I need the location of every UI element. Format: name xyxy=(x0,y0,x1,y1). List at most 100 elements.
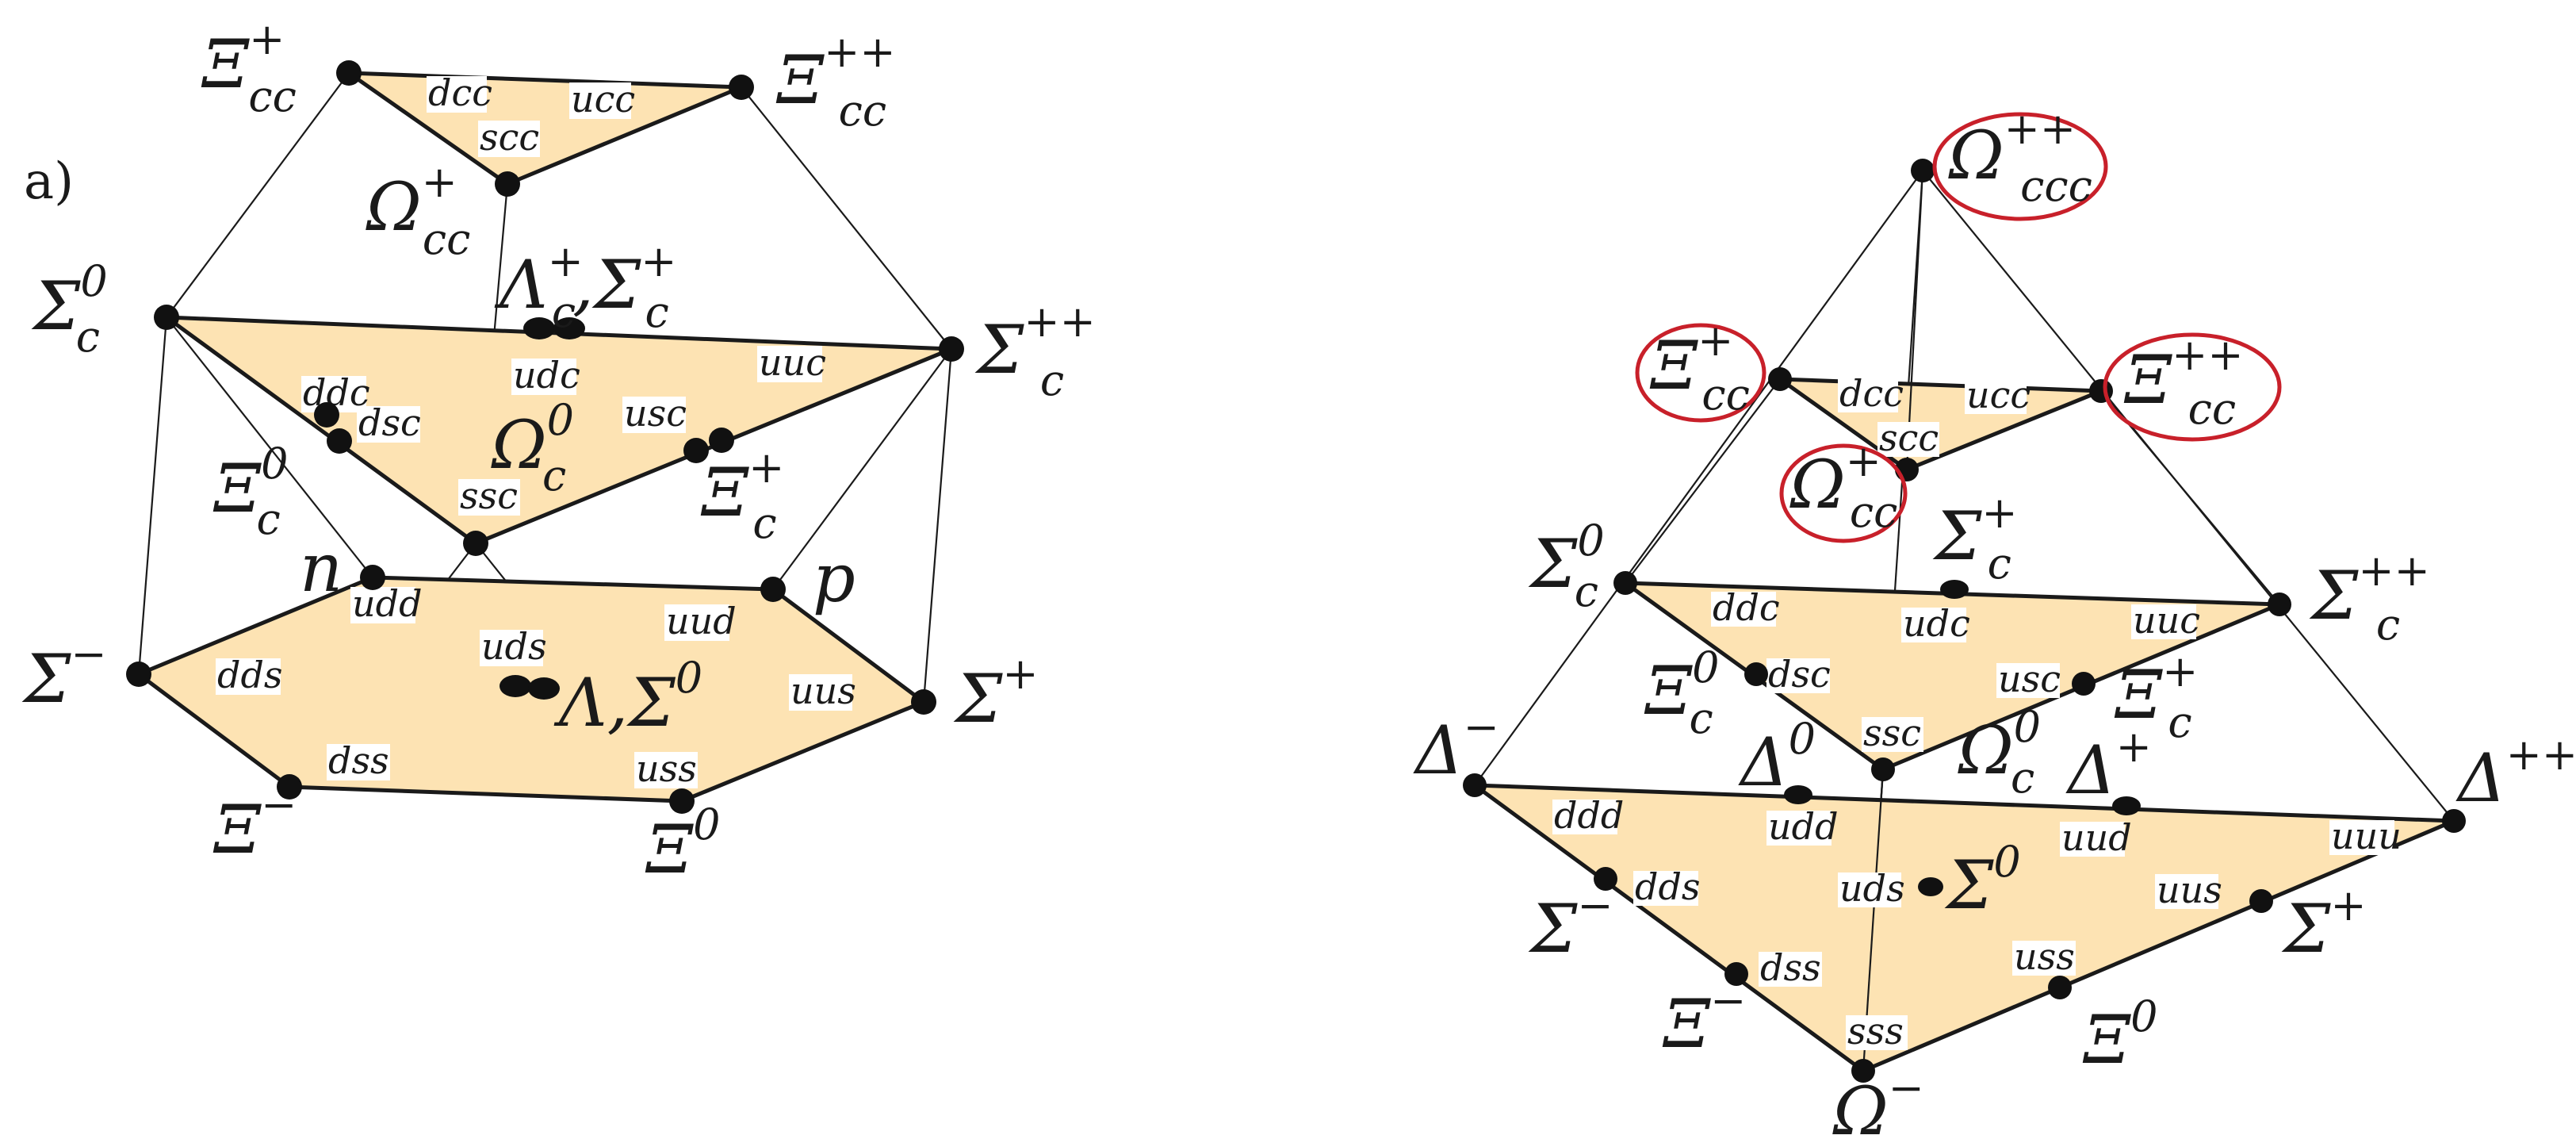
state-node xyxy=(154,305,179,330)
state-node xyxy=(463,531,488,556)
state-node xyxy=(1871,757,1895,781)
quark-label: uuc xyxy=(2133,599,2200,642)
quark-label: uus xyxy=(2157,869,2222,911)
state-node xyxy=(1918,877,1943,896)
quark-label: sss xyxy=(1847,1010,1904,1053)
right-nodes xyxy=(1463,159,2466,1083)
state-node xyxy=(1744,662,1768,686)
left-nodes xyxy=(126,60,964,814)
particle-label: Ξ+c xyxy=(2114,646,2198,747)
quark-label: uud xyxy=(666,600,737,642)
quark-label: dss xyxy=(328,739,389,782)
particle-label: Ω+cc xyxy=(1789,436,1897,537)
particle-label: Ω− xyxy=(1832,1063,1924,1139)
particle-label: Λ,Σ0 xyxy=(553,653,702,742)
state-node xyxy=(709,428,734,453)
particle-label: Δ− xyxy=(1413,702,1499,789)
state-node xyxy=(2249,889,2273,913)
left-quark-labels: dcc ucc scc ddc udc uuc dsc usc ssc udd … xyxy=(216,71,856,790)
quark-label: dcc xyxy=(1839,372,1904,415)
right-panel-pyramid: dcc ucc scc ddc udc uuc dsc usc ssc ddd … xyxy=(1413,104,2576,1139)
left-double-charm-triangle xyxy=(346,71,744,186)
quark-label: uud xyxy=(2061,816,2132,859)
quark-label: ssc xyxy=(1863,711,1921,754)
state-node xyxy=(336,60,362,86)
particle-label: Ξ+c xyxy=(700,443,784,548)
particle-label: Δ++ xyxy=(2455,730,2576,817)
state-node xyxy=(1784,785,1812,804)
state-node xyxy=(1768,367,1792,391)
quark-label: udc xyxy=(1903,602,1970,645)
quark-label: uuu xyxy=(2331,815,2402,857)
particle-label: Σ+c xyxy=(1932,488,2018,589)
quark-label: uds xyxy=(481,625,547,668)
particle-label: p xyxy=(813,539,855,617)
quark-label: dsc xyxy=(358,401,421,444)
highlight-ring xyxy=(2103,332,2282,442)
state-node xyxy=(126,662,151,687)
particle-label: Λ+c,Σ+c xyxy=(494,236,677,337)
state-node xyxy=(1940,580,1969,599)
quark-label: ddc xyxy=(1713,586,1780,629)
particle-label: Σ++c xyxy=(2309,546,2430,650)
particle-label: Σ++c xyxy=(974,297,1096,405)
particle-label: Ξ0 xyxy=(645,800,720,888)
state-node xyxy=(729,75,754,100)
quark-label: uds xyxy=(1839,867,1905,910)
state-node xyxy=(528,677,560,700)
left-panel-20-plet: a) dcc ucc scc ddc udc xyxy=(21,14,1096,888)
state-node xyxy=(2268,593,2291,616)
particle-label: Ξ+cc xyxy=(1649,316,1750,420)
particle-label: Σ− xyxy=(1528,880,1613,968)
state-node xyxy=(495,171,520,197)
quark-label: ddd xyxy=(1554,794,1624,837)
particle-label: Ξ++cc xyxy=(775,27,896,136)
right-quark-labels: dcc ucc scc ddc udc uuc dsc usc ssc ddd … xyxy=(1552,372,2402,1053)
particle-label: Ω++ccc xyxy=(1948,104,2092,211)
state-node xyxy=(1724,962,1748,986)
quark-label: udc xyxy=(513,354,580,397)
highlight-ring xyxy=(1635,323,1766,423)
quark-label: uss xyxy=(636,747,697,790)
state-node xyxy=(2112,796,2141,815)
highlight-ring xyxy=(1779,443,1908,543)
state-node xyxy=(500,675,531,697)
particle-label: Ω+cc xyxy=(366,157,470,264)
quark-label: dcc xyxy=(428,71,492,114)
state-node xyxy=(553,317,585,339)
particle-label: Δ0 xyxy=(1738,714,1816,801)
quark-label: uus xyxy=(790,669,856,712)
quark-label: dss xyxy=(1760,946,1821,989)
quark-label: dsc xyxy=(1768,653,1831,696)
quark-label: scc xyxy=(1879,416,1939,459)
quark-label: usc xyxy=(624,392,687,435)
quark-label: dds xyxy=(217,654,283,696)
state-node xyxy=(1911,159,1935,182)
state-node xyxy=(683,438,709,463)
particle-label: Σ+ xyxy=(2281,880,2367,968)
highlight-rings xyxy=(1635,112,2282,543)
quark-label: uuc xyxy=(759,341,826,384)
particle-label: Ξ++cc xyxy=(2123,330,2244,434)
state-node xyxy=(760,577,786,602)
particle-label: Σ− xyxy=(21,629,107,718)
particle-label: Δ+ xyxy=(2065,722,2152,809)
state-node xyxy=(327,428,352,454)
panel-label: a) xyxy=(24,152,74,211)
particle-label: Ξ− xyxy=(212,780,297,869)
quark-label: usc xyxy=(1998,658,2061,700)
quark-label: ssc xyxy=(460,474,518,517)
state-node xyxy=(2048,976,2072,999)
quark-label: ucc xyxy=(1966,374,2031,416)
particle-label: Ξ− xyxy=(1662,976,1746,1063)
quark-label: udd xyxy=(352,582,423,625)
particle-label: Σ0 xyxy=(1944,837,2021,924)
quark-label: dds xyxy=(1635,865,1701,908)
